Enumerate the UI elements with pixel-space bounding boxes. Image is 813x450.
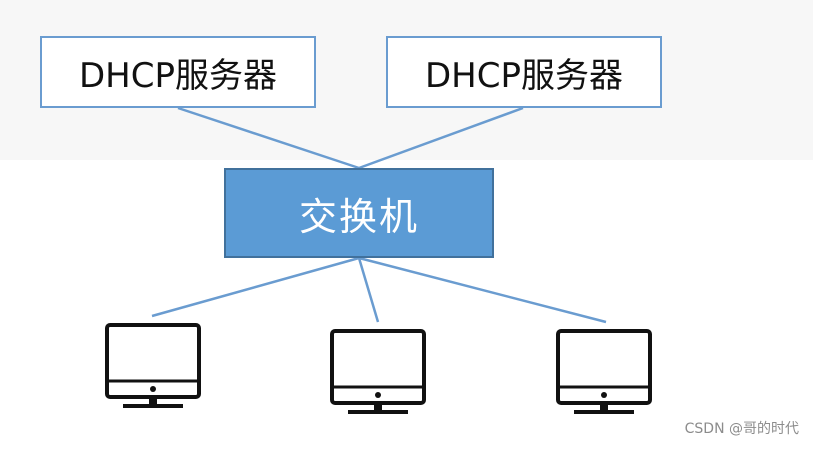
dhcp-server-label: DHCP服务器 (79, 55, 277, 96)
switch-label: 交换机 (298, 194, 419, 239)
switch-box: 交换机 (224, 168, 494, 258)
dhcp-server-box-left: DHCP服务器 (40, 36, 316, 108)
link-server-right-to-switch (358, 106, 524, 170)
dhcp-server-label: DHCP服务器 (425, 55, 623, 96)
monitor-icon (105, 323, 201, 408)
dhcp-server-box-right: DHCP服务器 (386, 36, 662, 108)
monitor-icon (330, 329, 426, 414)
monitor-icon (556, 329, 652, 414)
link-switch-to-client-1 (151, 256, 360, 318)
link-server-left-to-switch (177, 106, 360, 170)
watermark-text: CSDN @哥的时代 (684, 421, 799, 437)
link-switch-to-client-2 (357, 257, 380, 323)
link-switch-to-client-3 (358, 256, 607, 324)
